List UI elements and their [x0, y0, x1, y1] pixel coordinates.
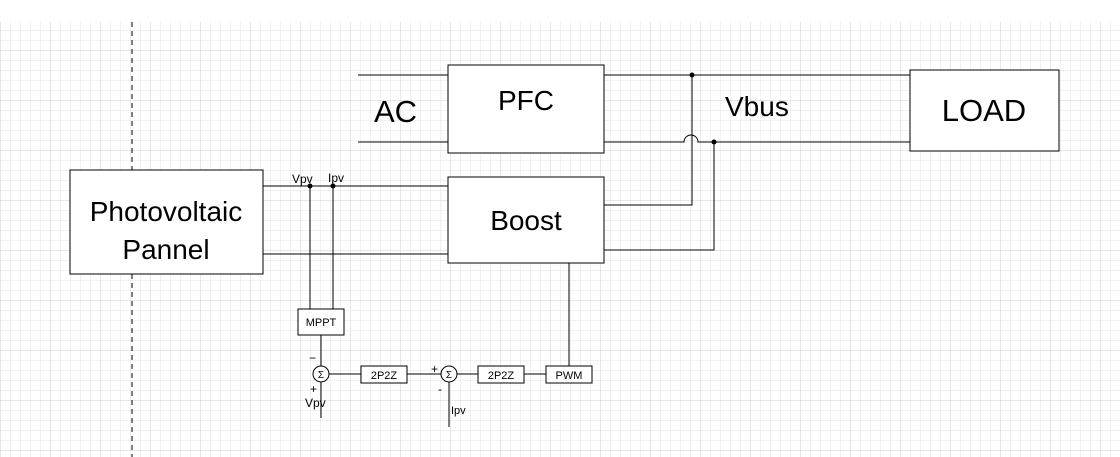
pfc-label: PFC	[498, 85, 554, 116]
ctrl1-block: 2P2Z	[360, 365, 408, 384]
sum1-minus-sign: −	[309, 351, 316, 365]
pv-label-line2: Pannel	[122, 234, 209, 265]
vpv-bottom-label: Vpv	[305, 396, 326, 410]
mppt-block: MPPT	[297, 308, 345, 336]
load-label: LOAD	[942, 93, 1026, 128]
junction-dot	[330, 183, 336, 189]
sum2-plus-sign: +	[431, 362, 438, 376]
ctrl2-block: 2P2Z	[477, 365, 525, 384]
ctrl2-label: 2P2Z	[488, 370, 515, 382]
sigma-symbol: Σ	[318, 370, 324, 381]
vpv-top-label: Vpv	[292, 172, 313, 186]
pwm-block: PWM	[545, 365, 593, 384]
load-block: LOAD	[909, 69, 1060, 152]
summing-junction-2: Σ	[440, 365, 458, 383]
junction-dot	[711, 139, 717, 145]
pv-panel-block: Photovoltaic Pannel	[69, 169, 264, 275]
sum2-minus-sign: -	[438, 382, 442, 396]
pv-label-line1: Photovoltaic	[90, 196, 243, 227]
summing-junction-1: Σ	[312, 365, 330, 383]
pfc-block: PFC	[447, 64, 605, 154]
junction-dot	[307, 183, 313, 189]
mppt-label: MPPT	[306, 317, 337, 329]
pwm-label: PWM	[556, 370, 583, 382]
bus-line-bottom	[604, 134, 910, 143]
sigma-symbol: Σ	[446, 370, 452, 381]
vbus-label: Vbus	[725, 91, 789, 122]
boost-block: Boost	[447, 176, 605, 264]
ac-label: AC	[374, 94, 417, 129]
ipv-top-label: Ipv	[328, 171, 344, 185]
boost-label: Boost	[490, 205, 562, 236]
junction-dot	[689, 72, 695, 78]
ctrl1-label: 2P2Z	[371, 370, 398, 382]
ipv-bottom-label: Ipv	[451, 405, 466, 417]
sum1-plus-sign: +	[310, 382, 317, 396]
boost-out-bottom	[604, 142, 715, 251]
boost-out-top	[604, 75, 693, 206]
